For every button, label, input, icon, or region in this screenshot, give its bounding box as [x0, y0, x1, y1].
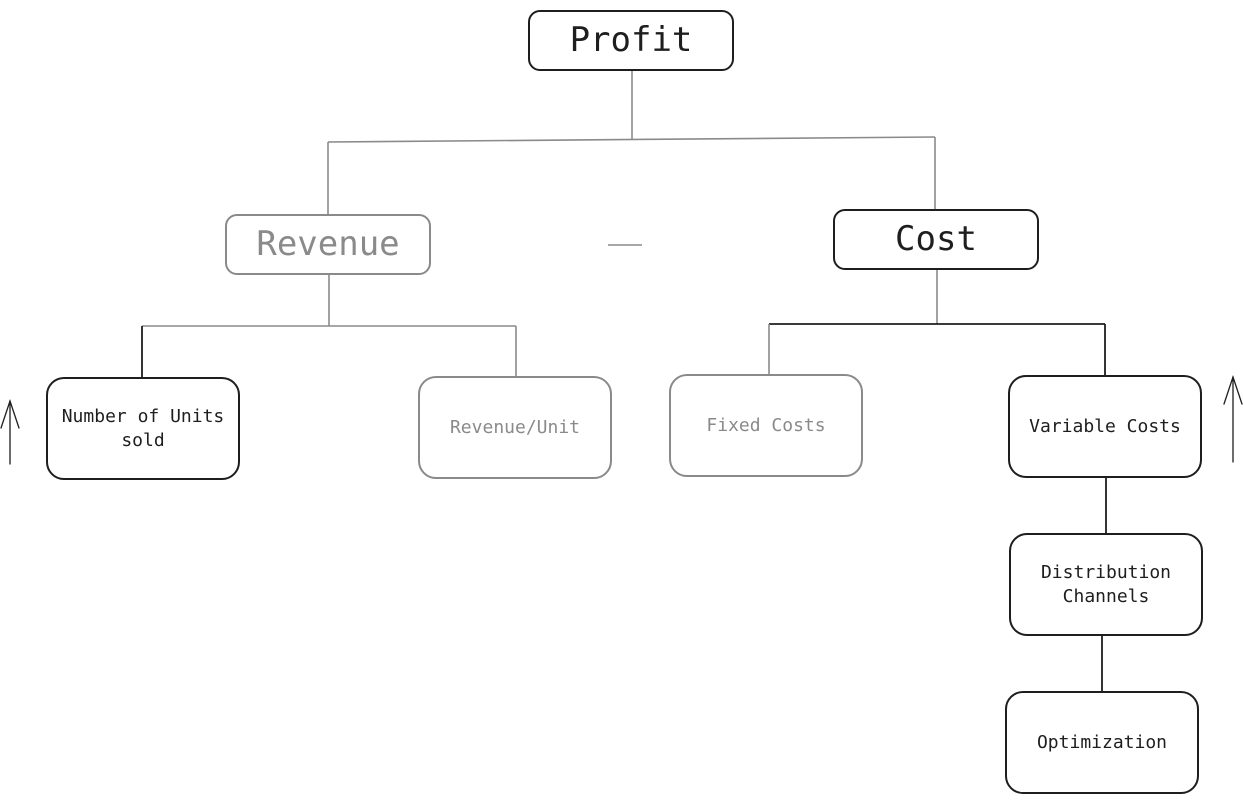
revenue-connector — [141, 275, 517, 377]
up-arrow-icon — [1223, 374, 1243, 463]
revenue-per-unit-node: Revenue/Unit — [418, 376, 612, 479]
variable-costs-connector — [1101, 478, 1107, 691]
units-sold-node: Number of Units sold — [46, 377, 240, 480]
fixed-costs-node: Fixed Costs — [669, 374, 863, 477]
profit-connector — [327, 71, 936, 215]
revenue-node: Revenue — [225, 214, 431, 275]
variable-costs-node: Variable Costs — [1008, 375, 1202, 478]
distribution-channels-node: Distribution Channels — [1009, 533, 1203, 636]
profit-node: Profit — [528, 10, 734, 71]
optimization-node: Optimization — [1005, 691, 1199, 794]
cost-connector — [768, 270, 1106, 375]
cost-node: Cost — [833, 209, 1039, 270]
up-arrow-icon — [0, 398, 20, 465]
